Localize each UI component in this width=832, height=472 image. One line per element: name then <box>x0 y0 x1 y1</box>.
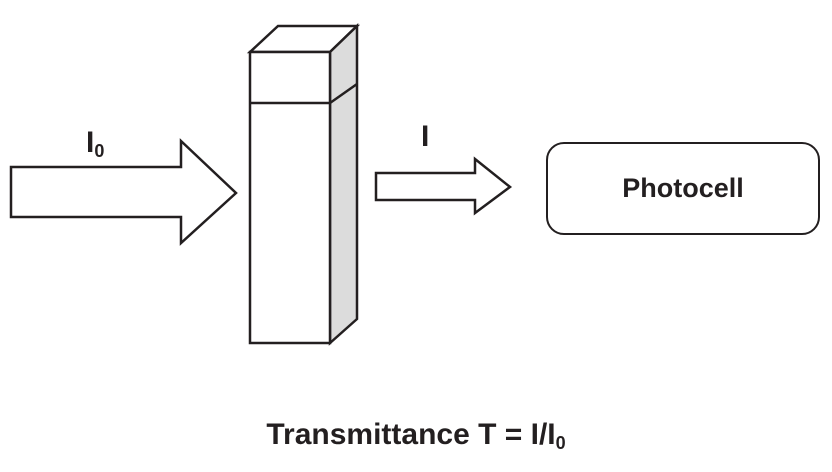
formula-subscript: 0 <box>555 432 566 453</box>
incident-symbol: I <box>86 126 95 159</box>
transmitted-beam-arrow <box>374 156 513 216</box>
cuvette <box>246 23 361 346</box>
incident-subscript: 0 <box>94 140 105 161</box>
incident-intensity-label: I0 <box>86 126 105 161</box>
photocell-label: Photocell <box>622 173 744 203</box>
incident-beam-arrow <box>9 138 238 246</box>
photocell-detector: Photocell <box>546 142 820 235</box>
cuvette-front-face <box>248 50 332 345</box>
cuvette-liquid-level-side <box>329 82 358 105</box>
cuvette-side-face <box>328 23 359 346</box>
formula-text: Transmittance T = I/I <box>266 418 556 451</box>
transmitted-intensity-label: I <box>421 120 429 154</box>
transmittance-formula: Transmittance T = I/I0 <box>0 418 832 453</box>
transmitted-symbol: I <box>421 120 430 153</box>
